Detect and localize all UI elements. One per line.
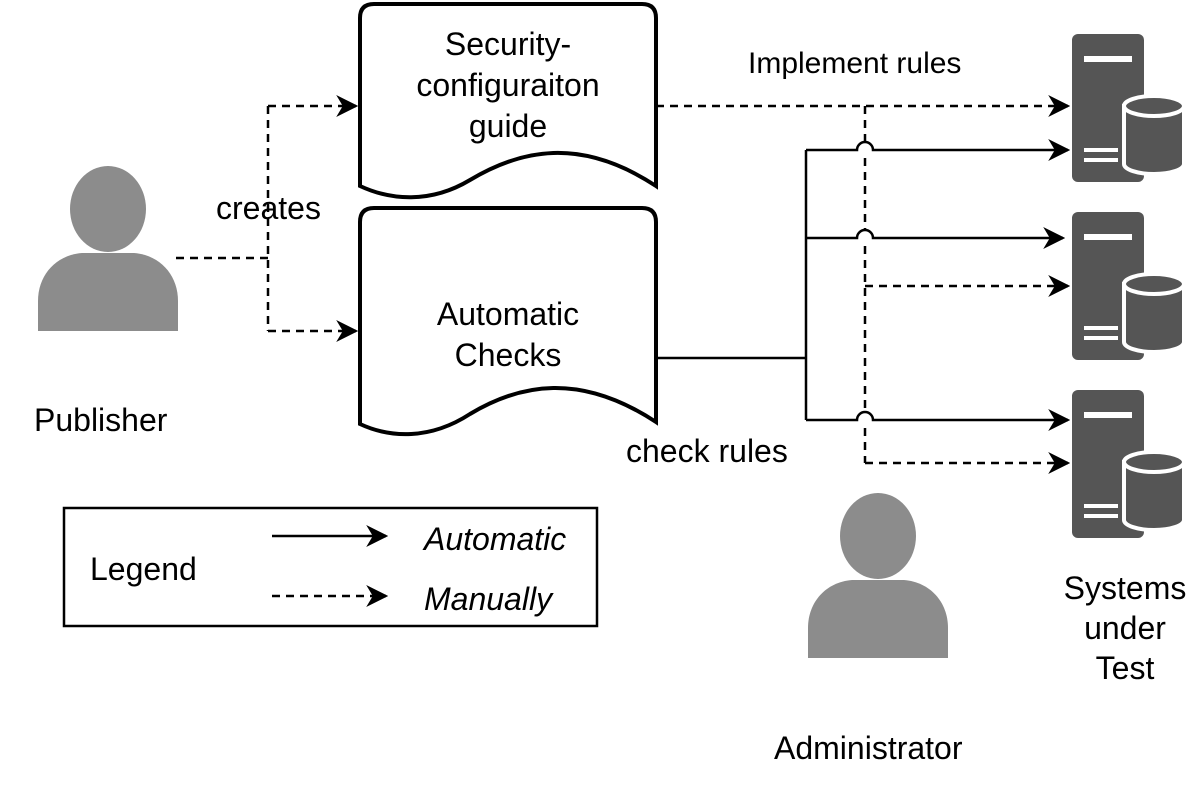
- creates-label: creates: [216, 190, 321, 226]
- legend-manually-label: Manually: [424, 581, 553, 617]
- publisher-person-icon: [38, 166, 178, 331]
- systems-line2: under: [1084, 610, 1166, 646]
- implement-rules-label: Implement rules: [748, 47, 962, 80]
- systems-under-test-label: Systems under Test: [1050, 568, 1200, 688]
- server-database-icon: [1070, 32, 1186, 184]
- security-guide-line2: configuraiton: [416, 67, 600, 103]
- check-rules-label: check rules: [626, 433, 788, 469]
- creates-connector: [176, 95, 359, 342]
- legend-title: Legend: [90, 551, 197, 587]
- automatic-checks-line1: Automatic: [436, 296, 580, 332]
- automatic-checks-line2: Checks: [454, 337, 562, 373]
- security-guide-line1: Security-: [444, 26, 572, 62]
- automatic-checks-label: Automatic Checks: [380, 294, 636, 376]
- legend-box: [62, 506, 599, 628]
- administrator-person-icon: [808, 493, 948, 658]
- security-guide-label: Security- configuraiton guide: [380, 24, 636, 147]
- security-guide-line3: guide: [468, 108, 548, 144]
- publisher-label: Publisher: [34, 402, 168, 438]
- server-database-icon: [1070, 388, 1186, 540]
- systems-line1: Systems: [1063, 570, 1187, 606]
- legend-automatic-label: Automatic: [424, 521, 567, 557]
- administrator-connector: [863, 106, 1071, 474]
- security-guide-document-shape: [358, 2, 658, 200]
- automatic-checks-document-shape: [358, 206, 658, 437]
- systems-line3: Test: [1095, 650, 1155, 686]
- administrator-label: Administrator: [774, 730, 963, 766]
- server-database-icon: [1070, 210, 1186, 362]
- check-rules-connector: [656, 139, 1071, 431]
